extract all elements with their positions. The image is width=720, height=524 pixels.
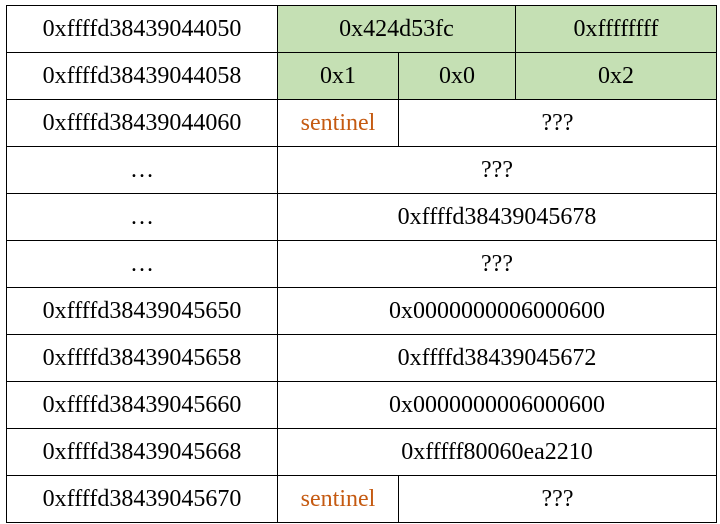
memory-row: 0xffffd38439045650 0x0000000006000600	[6, 287, 717, 335]
value-cell: 0x1	[277, 52, 399, 100]
memory-row: … ???	[6, 240, 717, 288]
memory-row: 0xffffd38439045658 0xffffd38439045672	[6, 334, 717, 382]
value-cell: 0x0000000006000600	[277, 287, 717, 335]
memory-row: 0xffffd38439044060 sentinel ???	[6, 99, 717, 147]
address-cell: 0xffffd38439045658	[6, 334, 278, 382]
address-cell: 0xffffd38439045660	[6, 381, 278, 429]
memory-row: 0xffffd38439044058 0x1 0x0 0x2	[6, 52, 717, 100]
memory-row: 0xffffd38439045670 sentinel ???	[6, 475, 717, 523]
memory-row: 0xffffd38439045668 0xfffff80060ea2210	[6, 428, 717, 476]
memory-row: … 0xffffd38439045678	[6, 193, 717, 241]
value-cell: ???	[398, 99, 717, 147]
memory-row: … ???	[6, 146, 717, 194]
value-cell: 0xffffffff	[515, 5, 717, 53]
address-cell: 0xffffd38439045650	[6, 287, 278, 335]
address-cell: 0xffffd38439044058	[6, 52, 278, 100]
value-cell: 0xffffd38439045672	[277, 334, 717, 382]
sentinel-cell: sentinel	[277, 475, 399, 523]
value-cell: 0x0000000006000600	[277, 381, 717, 429]
memory-layout-table: 0xffffd38439044050 0x424d53fc 0xffffffff…	[6, 5, 717, 523]
value-cell: 0x2	[515, 52, 717, 100]
sentinel-cell: sentinel	[277, 99, 399, 147]
value-cell: ???	[277, 240, 717, 288]
address-cell: 0xffffd38439044060	[6, 99, 278, 147]
value-cell: ???	[398, 475, 717, 523]
address-cell: 0xffffd38439045668	[6, 428, 278, 476]
memory-row: 0xffffd38439044050 0x424d53fc 0xffffffff	[6, 5, 717, 53]
value-cell: 0xfffff80060ea2210	[277, 428, 717, 476]
address-cell: 0xffffd38439045670	[6, 475, 278, 523]
value-cell: ???	[277, 146, 717, 194]
address-cell: 0xffffd38439044050	[6, 5, 278, 53]
value-cell: 0x0	[398, 52, 516, 100]
memory-row: 0xffffd38439045660 0x0000000006000600	[6, 381, 717, 429]
value-cell: 0x424d53fc	[277, 5, 516, 53]
address-cell: …	[6, 193, 278, 241]
address-cell: …	[6, 146, 278, 194]
address-cell: …	[6, 240, 278, 288]
value-cell: 0xffffd38439045678	[277, 193, 717, 241]
